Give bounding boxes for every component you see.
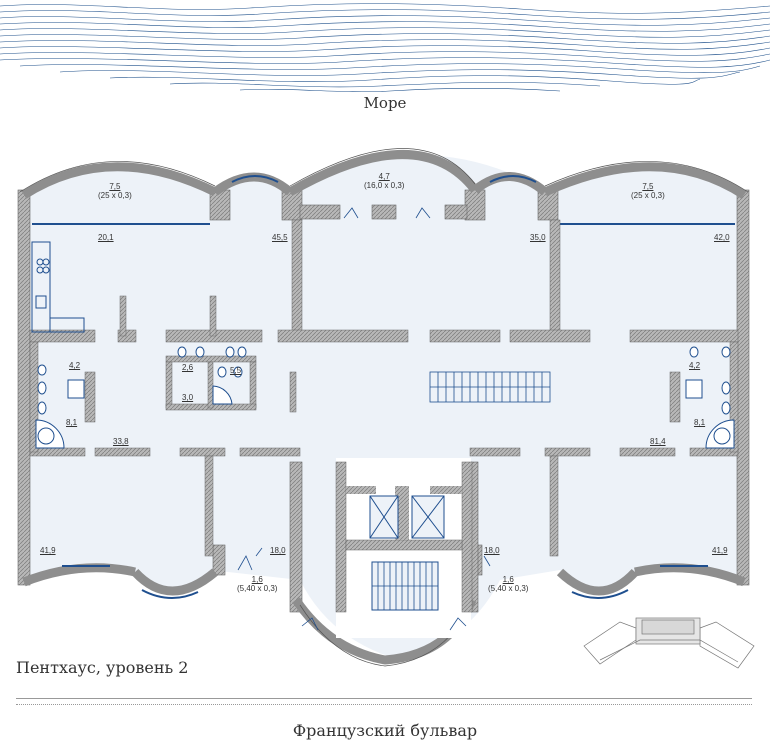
room-area-81-4: 81,4 bbox=[650, 437, 666, 446]
floor-title: Пентхаус, уровень 2 bbox=[16, 658, 189, 677]
internal-staircase bbox=[429, 371, 551, 403]
sea-label: Море bbox=[363, 94, 407, 112]
balcony-right-label: 1,6 (5,40 х 0,3) bbox=[488, 575, 529, 593]
floor-area bbox=[20, 155, 748, 660]
terrace-right-label: 7,5 (25 х 0,3) bbox=[631, 182, 665, 200]
room-area-20-1: 20,1 bbox=[98, 233, 114, 242]
kitchen-counter bbox=[31, 241, 85, 333]
bath-fixtures bbox=[35, 346, 735, 449]
building-core bbox=[335, 458, 473, 638]
room-area-4-2-right: 4,2 bbox=[689, 361, 701, 370]
room-area-18-0-left: 18,0 bbox=[270, 546, 286, 555]
interior-walls bbox=[29, 219, 739, 557]
terrace-center-label: 4,7 (16,0 х 0,3) bbox=[364, 172, 405, 190]
room-area-2-6: 2,6 bbox=[182, 363, 194, 372]
room-area-41-9-left: 41,9 bbox=[40, 546, 56, 555]
room-area-33-8: 33,8 bbox=[113, 437, 129, 446]
room-area-45-5: 45,5 bbox=[272, 233, 288, 242]
locator-map bbox=[583, 617, 755, 669]
room-area-41-9-right: 41,9 bbox=[712, 546, 728, 555]
room-area-8-1-right: 8,1 bbox=[694, 418, 706, 427]
room-area-5-5: 5,5 bbox=[230, 366, 242, 375]
street-label: Французский бульвар bbox=[292, 721, 478, 740]
sea-waves bbox=[0, 3, 770, 93]
room-area-35-0: 35,0 bbox=[530, 233, 546, 242]
divider-line bbox=[16, 698, 752, 699]
door-swings bbox=[237, 207, 491, 631]
room-area-18-0-right: 18,0 bbox=[484, 546, 500, 555]
room-area-8-1-left: 8,1 bbox=[66, 418, 78, 427]
terrace-left-label: 7,5 (25 х 0,3) bbox=[98, 182, 132, 200]
divider-line-dotted bbox=[16, 704, 752, 705]
room-area-3-0: 3,0 bbox=[182, 393, 194, 402]
room-area-4-2-left: 4,2 bbox=[69, 361, 81, 370]
room-area-42-0: 42,0 bbox=[714, 233, 730, 242]
balcony-left-label: 1,6 (5,40 х 0,3) bbox=[237, 575, 278, 593]
